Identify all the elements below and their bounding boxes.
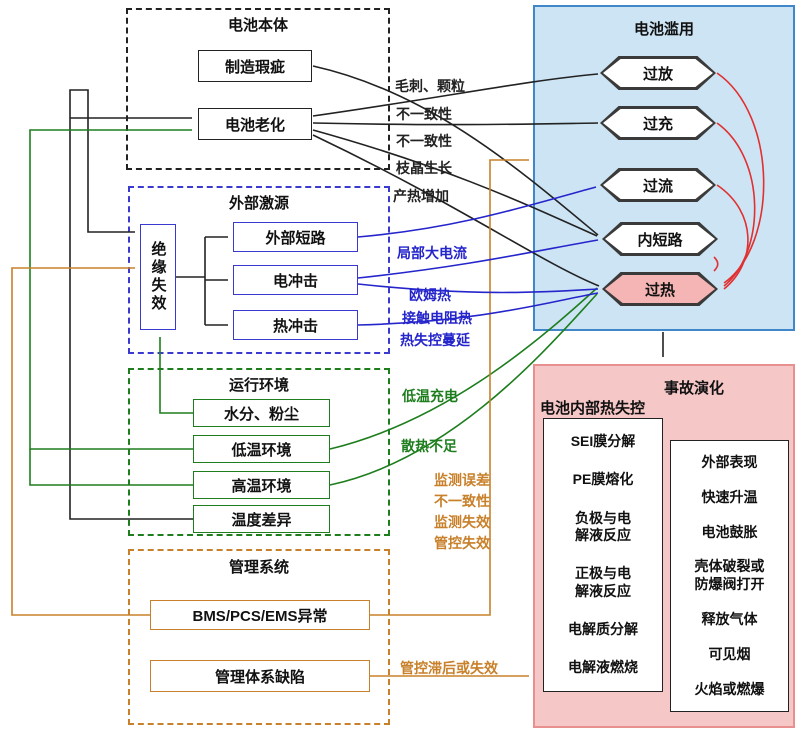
list-item: 负极与电 解液反应 [575, 509, 631, 544]
list-item: 释放气体 [701, 610, 758, 627]
edge-label-lowtemp-charging: 低温充电 [402, 388, 458, 404]
list-item: 电解液燃烧 [568, 659, 638, 676]
node-thermal-shock: 热冲击 [233, 310, 358, 340]
external-source-title: 外部激源 [228, 195, 289, 212]
external-manifestations-list: 外部表现 快速升温 电池鼓胀 壳体破裂或 防爆阀打开 释放气体 可见烟 火焰或燃… [670, 440, 789, 712]
list-item: PE膜熔化 [572, 471, 634, 488]
node-manufacturing-defect: 制造瑕疵 [198, 50, 312, 82]
node-bms-abnormal: BMS/PCS/EMS异常 [150, 600, 370, 630]
node-low-temp: 低温环境 [193, 435, 330, 463]
node-management-defect: 管理体系缺陷 [150, 660, 370, 692]
edge-label-inconsistency-1: 不一致性 [396, 106, 452, 122]
edge-label-heat-increase: 产热增加 [393, 188, 449, 204]
accident-evolution-title: 事故演化 [663, 380, 724, 397]
node-high-temp: 高温环境 [193, 471, 330, 499]
battery-abuse-title: 电池滥用 [633, 21, 694, 38]
edge-label-control-lag-or-failure: 管控滞后或失效 [400, 660, 498, 676]
hex-internal-short: 内短路 [602, 222, 718, 256]
list-item: 电池鼓胀 [701, 523, 758, 540]
list-item: 快速升温 [701, 488, 758, 505]
edge-label-control-failure: 管控失效 [434, 535, 490, 551]
internal-reactions-list: SEI膜分解 PE膜熔化 负极与电 解液反应 正极与电 解液反应 电解质分解 电… [543, 418, 663, 692]
list-item: SEI膜分解 [570, 433, 636, 450]
list-item: 正极与电 解液反应 [575, 565, 631, 599]
environment-title: 运行环境 [228, 377, 289, 394]
hex-overdischarge: 过放 [600, 56, 716, 90]
node-moisture-dust: 水分、粉尘 [193, 399, 330, 427]
node-electric-shock: 电冲击 [233, 265, 358, 295]
node-battery-aging: 电池老化 [198, 108, 312, 140]
edge-label-monitor-error: 监测误差 [434, 472, 490, 488]
edge-label-inconsistency-3: 不一致性 [434, 493, 490, 509]
node-external-short: 外部短路 [233, 222, 358, 252]
management-title: 管理系统 [228, 559, 289, 576]
list-item: 壳体破裂或 防爆阀打开 [694, 558, 765, 592]
battery-body-title: 电池本体 [227, 17, 288, 34]
list-item: 火焰或燃爆 [694, 680, 765, 697]
node-insulation-failure: 绝缘失效 [140, 224, 176, 330]
list-item: 电解质分解 [568, 620, 638, 637]
hex-overheat: 过热 [602, 272, 718, 306]
external-manifestations-title: 外部表现 [701, 453, 758, 470]
edge-label-inconsistency-2: 不一致性 [396, 133, 452, 149]
list-item: 可见烟 [708, 645, 751, 662]
edge-label-contact-resistance-heat: 接触电阻热 [402, 310, 472, 326]
edge-label-dendrite-growth: 枝晶生长 [396, 160, 452, 176]
management-group [128, 549, 390, 725]
edge-label-monitor-failure: 监测失效 [434, 514, 490, 530]
edge-label-burrs-particles: 毛刺、颗粒 [395, 78, 465, 94]
internal-thermal-runaway-label: 电池内部热失控 [540, 400, 646, 417]
edge-label-ohmic-heat: 欧姆热 [409, 287, 451, 303]
node-temp-difference: 温度差异 [193, 505, 330, 533]
edge-label-local-large-current: 局部大电流 [397, 245, 467, 261]
edge-label-insufficient-cooling: 散热不足 [401, 438, 457, 454]
hex-overcurrent: 过流 [600, 168, 716, 202]
edge-label-thermal-runaway-spread: 热失控蔓延 [400, 332, 470, 348]
hex-overcharge: 过充 [600, 106, 716, 140]
